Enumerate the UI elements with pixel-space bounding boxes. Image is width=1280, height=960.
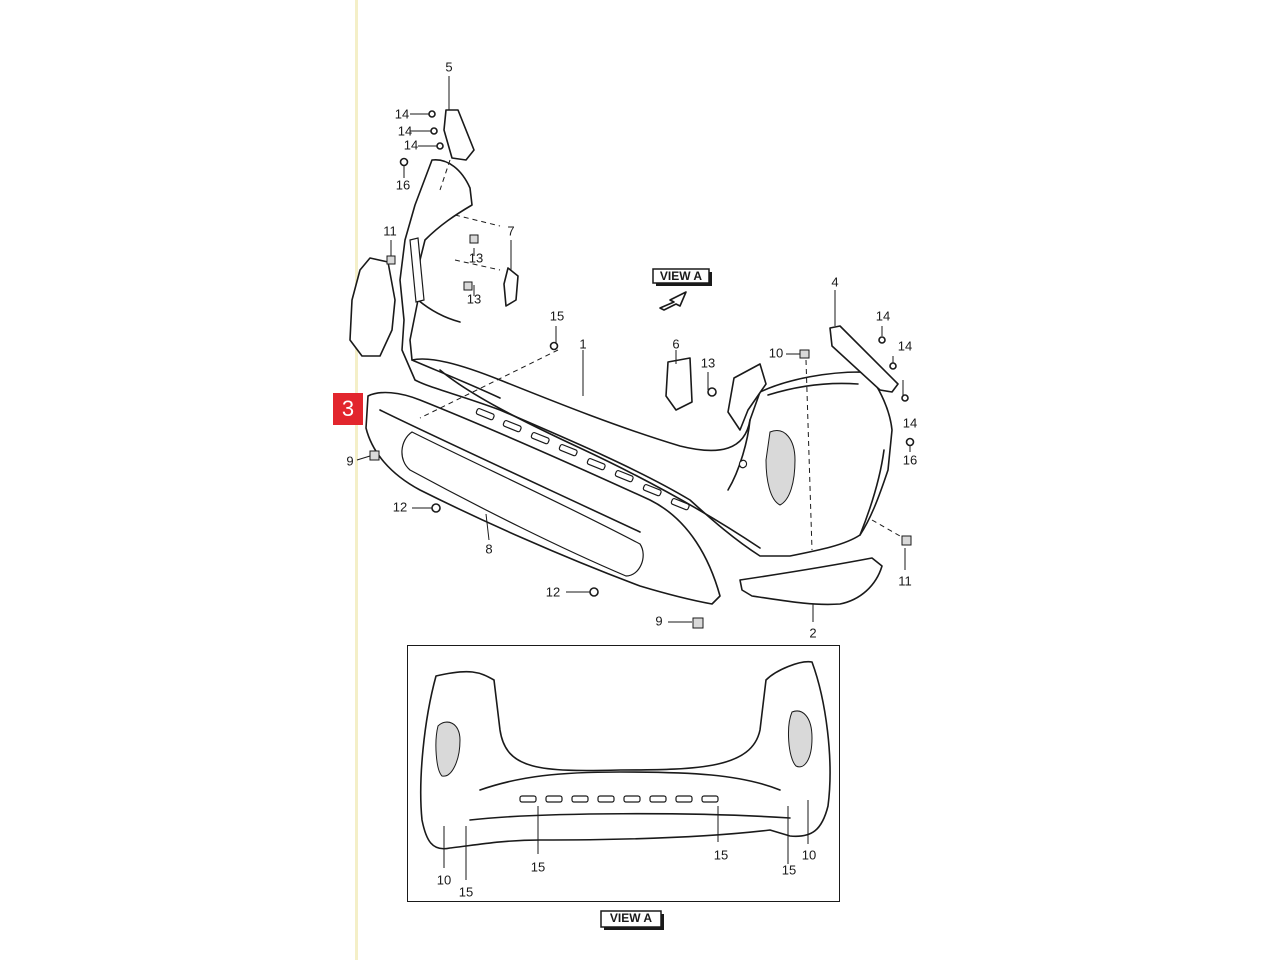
inset-view-frame — [407, 645, 840, 902]
lower-garnish-part-8 — [365, 391, 721, 605]
inset-view-a-drawing: 10 15 15 15 15 10 — [419, 660, 831, 899]
callout-labels: 5 14 14 14 16 11 7 13 13 15 1 6 13 10 4 … — [346, 59, 917, 640]
callout-13: 13 — [467, 291, 481, 306]
callout-14: 14 — [395, 106, 409, 121]
bracket-part-6 — [665, 357, 693, 411]
view-a-label-main: VIEW A — [652, 268, 712, 286]
callout-14: 14 — [903, 415, 917, 430]
bracket-part-5 — [443, 109, 475, 161]
callout-10: 10 — [437, 872, 451, 887]
callout-9: 9 — [346, 453, 353, 468]
svg-text:VIEW A: VIEW A — [610, 911, 653, 925]
callout-14: 14 — [404, 137, 418, 152]
corner-garnish-part-2 — [739, 557, 883, 606]
callout-9: 9 — [655, 613, 662, 628]
callout-1: 1 — [579, 336, 586, 351]
callout-6: 6 — [672, 336, 679, 351]
callout-15: 15 — [782, 862, 796, 877]
callout-10: 10 — [802, 847, 816, 862]
inset-slots — [519, 795, 719, 803]
view-direction-arrow — [659, 291, 687, 311]
callout-11: 11 — [898, 573, 912, 588]
bumper-slots — [475, 408, 690, 511]
callout-16: 16 — [396, 177, 410, 192]
callout-5: 5 — [445, 59, 452, 74]
callout-15: 15 — [714, 847, 728, 862]
callout-13: 13 — [701, 355, 715, 370]
corner-bracket — [727, 363, 767, 431]
callout-2: 2 — [809, 625, 816, 640]
callout-10: 10 — [769, 345, 783, 360]
liner-part-3 — [349, 257, 396, 357]
bracket-part-4 — [829, 325, 899, 393]
callout-7: 7 — [507, 223, 514, 238]
callout-14: 14 — [876, 308, 890, 323]
leader-lines — [356, 76, 911, 623]
view-a-label-inset: VIEW A — [600, 910, 664, 930]
fasteners — [369, 110, 915, 629]
callout-15: 15 — [459, 884, 473, 899]
section-badge: 3 — [333, 393, 363, 425]
callout-8: 8 — [485, 541, 492, 556]
page-edge — [355, 0, 358, 960]
callout-12: 12 — [393, 499, 407, 514]
clip-part-7 — [503, 267, 519, 307]
callout-15: 15 — [531, 859, 545, 874]
callout-13: 13 — [469, 250, 483, 265]
callout-12: 12 — [546, 584, 560, 599]
callout-14: 14 — [398, 123, 412, 138]
callout-16: 16 — [903, 452, 917, 467]
svg-text:VIEW A: VIEW A — [660, 269, 703, 283]
callout-4: 4 — [831, 274, 838, 289]
callout-14: 14 — [898, 338, 912, 353]
callout-15: 15 — [550, 308, 564, 323]
callout-11: 11 — [383, 223, 397, 238]
